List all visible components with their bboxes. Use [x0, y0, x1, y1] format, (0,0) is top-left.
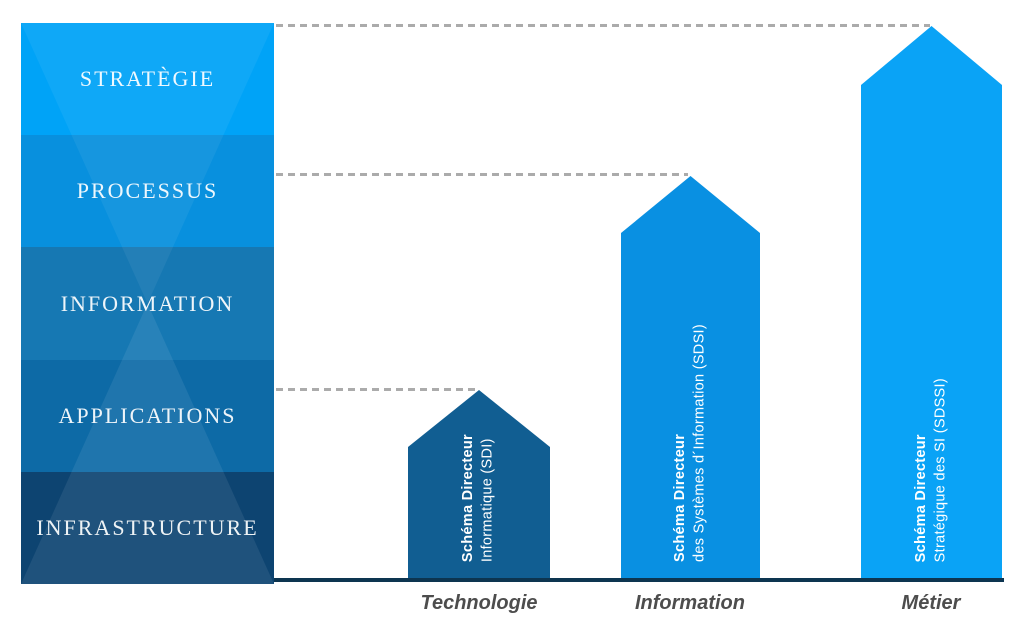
arrow-sdsi-title: Schéma Directeur	[671, 433, 688, 562]
arrow-sdssi: Schéma Directeur Stratégique des SI (SDS…	[861, 26, 1002, 578]
category-information: Information	[635, 592, 745, 614]
layer-strategie: STRATÈGIE	[21, 23, 274, 136]
guide-line-strategie	[276, 24, 930, 27]
baseline	[274, 578, 1004, 582]
guide-line-applications	[276, 388, 476, 391]
arrow-sdsi-label: Schéma Directeur des Systèmes d´Informat…	[671, 324, 710, 562]
layer-information-label: INFORMATION	[60, 290, 235, 316]
layer-processus-label: PROCESSUS	[76, 178, 219, 204]
layer-stack: STRATÈGIE PROCESSUS INFORMATION APPLICAT…	[21, 23, 274, 585]
guide-line-processus	[276, 173, 688, 176]
arrow-sdi: Schéma Directeur Informatique (SDI)	[408, 390, 550, 578]
arrow-sdsi: Schéma Directeur des Systèmes d´Informat…	[621, 176, 760, 578]
arrow-sdi-title: Schéma Directeur	[460, 433, 477, 562]
layer-infrastructure-label: INFRASTRUCTURE	[36, 514, 259, 540]
layer-processus: PROCESSUS	[21, 135, 274, 248]
arrow-sdssi-label: Schéma Directeur Stratégique des SI (SDS…	[912, 378, 951, 562]
category-metier: Métier	[901, 592, 961, 614]
layer-strategie-label: STRATÈGIE	[79, 66, 216, 92]
arrow-sdi-label: Schéma Directeur Informatique (SDI)	[459, 434, 498, 562]
layer-applications: APPLICATIONS	[21, 359, 274, 472]
layer-applications-label: APPLICATIONS	[58, 402, 237, 428]
arrow-sdi-subtitle: Informatique (SDI)	[480, 438, 496, 562]
arrow-sdssi-subtitle: Stratégique des SI (SDSSI)	[932, 377, 949, 562]
layer-information: INFORMATION	[21, 247, 274, 360]
layer-infrastructure: INFRASTRUCTURE	[21, 471, 274, 585]
arrow-sdssi-title: Schéma Directeur	[912, 433, 929, 562]
category-technologie: Technologie	[420, 592, 538, 614]
arrow-sdsi-subtitle: des Systèmes d´Information (SDSI)	[691, 324, 708, 562]
